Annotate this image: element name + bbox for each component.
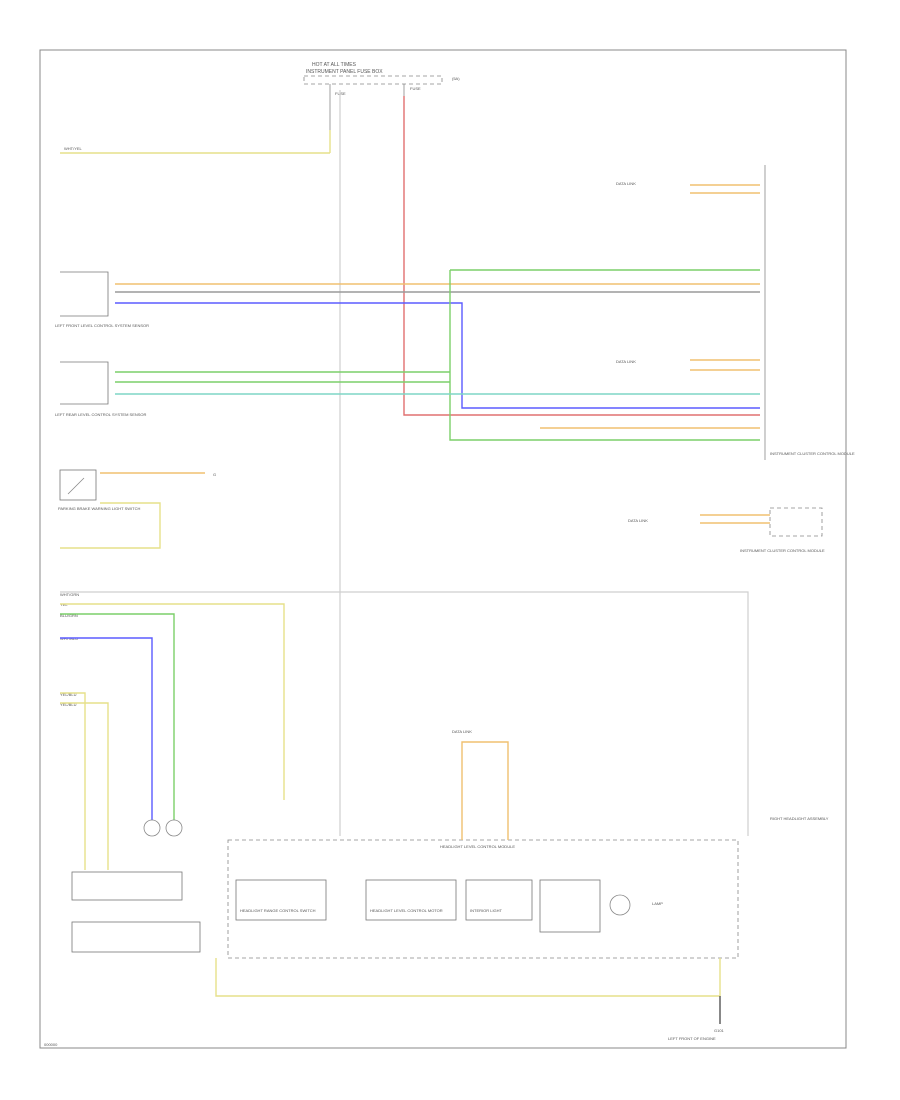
left-rear-sensor: LEFT REAR LEVEL CONTROL SYSTEM SENSOR — [55, 361, 147, 417]
left-front-sensor: LEFT FRONT LEVEL CONTROL SYSTEM SENSOR — [55, 271, 149, 328]
right-connector: INSTRUMENT CLUSTER CONTROL MODULE — [764, 165, 855, 460]
sub-a-label: HEADLIGHT RANGE CONTROL SWITCH — [240, 908, 316, 913]
fuse-block-sub-label: INSTRUMENT PANEL FUSE BOX — [306, 69, 383, 75]
parking-brake-label: PARKING BRAKE WARNING LIGHT SWITCH — [58, 506, 140, 511]
g-ground-label: G — [213, 472, 216, 477]
fuse-block-top: HOT AT ALL TIMES INSTRUMENT PANEL FUSE B… — [303, 62, 460, 130]
lower-module-label: HEADLIGHT LEVEL CONTROL MODULE — [440, 844, 515, 849]
instrument-cluster-label: INSTRUMENT CLUSTER CONTROL MODULE — [740, 548, 825, 553]
parking-brake-switch: PARKING BRAKE WARNING LIGHT SWITCH — [58, 469, 140, 511]
diagram-frame — [39, 49, 847, 1049]
sub-d-label: LAMP — [652, 901, 663, 906]
fuse-b-sub-label: (5A) — [452, 76, 460, 81]
wire-top-yellow-label: WHT/YEL — [64, 146, 83, 151]
data-link-3-label: DATA LINK — [628, 518, 648, 523]
fuse-block-label: HOT AT ALL TIMES — [312, 62, 357, 68]
left-wire-3-label: BLU/GRN — [60, 613, 78, 618]
data-link-2-label: DATA LINK — [616, 359, 636, 364]
footer-id: 000000 — [44, 1042, 58, 1047]
right-ground-label: RIGHT HEADLIGHT ASSEMBLY — [770, 816, 829, 821]
left-wire-6-label: YEL/BLU — [60, 702, 77, 707]
data-link-1-label: DATA LINK — [616, 181, 636, 186]
sub-b-label: HEADLIGHT LEVEL CONTROL MOTOR — [370, 908, 443, 913]
bottom-ground-sub-label: LEFT FRONT OF ENGINE — [668, 1036, 716, 1041]
bottom-ground-label: G101 — [714, 1028, 725, 1033]
data-link-4-label: DATA LINK — [452, 729, 472, 734]
left-wire-5-label: YEL/BLU — [60, 692, 77, 697]
fuse-b-label: FUSE — [410, 86, 421, 91]
right-module-label: INSTRUMENT CLUSTER CONTROL MODULE — [770, 451, 855, 456]
left-rear-sensor-label: LEFT REAR LEVEL CONTROL SYSTEM SENSOR — [55, 412, 147, 417]
left-front-sensor-label: LEFT FRONT LEVEL CONTROL SYSTEM SENSOR — [55, 323, 149, 328]
headlight-level-module: HEADLIGHT LEVEL CONTROL MODULE HEADLIGHT… — [227, 839, 739, 959]
left-wire-1-label: WHT/GRN — [60, 592, 79, 597]
sub-c-label: INTERIOR LIGHT — [470, 908, 503, 913]
